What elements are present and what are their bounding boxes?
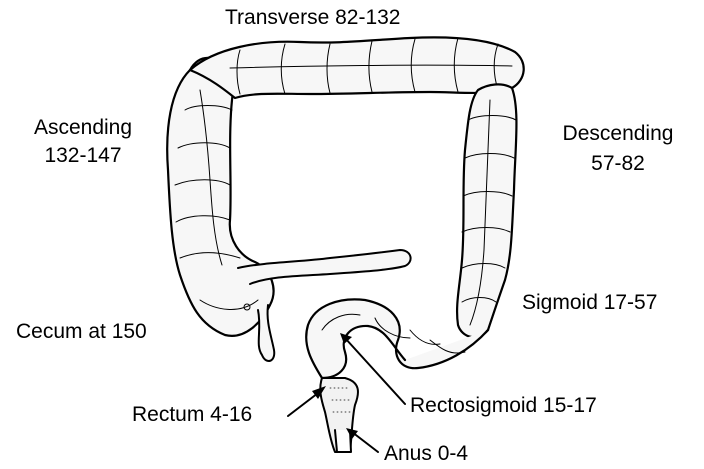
anus-label: Anus 0-4 [384, 442, 468, 466]
ascending-colon [167, 58, 273, 336]
cecum-label: Cecum at 150 [16, 320, 147, 344]
ascending-name-label: Ascending [8, 116, 158, 140]
ascending-range-label: 132-147 [8, 144, 158, 168]
rectum-pointer [288, 386, 326, 416]
transverse-label: Transverse 82-132 [225, 6, 400, 30]
sigmoid-label: Sigmoid 17-57 [522, 291, 657, 315]
rectosigmoid-label: Rectosigmoid 15-17 [410, 394, 597, 418]
descending-range-label: 57-82 [538, 152, 698, 176]
terminal-ileum [238, 250, 411, 284]
rectum-label: Rectum 4-16 [132, 403, 252, 427]
descending-colon [457, 84, 516, 337]
anus [335, 430, 351, 452]
descending-name-label: Descending [538, 122, 698, 146]
transverse-colon [190, 37, 524, 98]
